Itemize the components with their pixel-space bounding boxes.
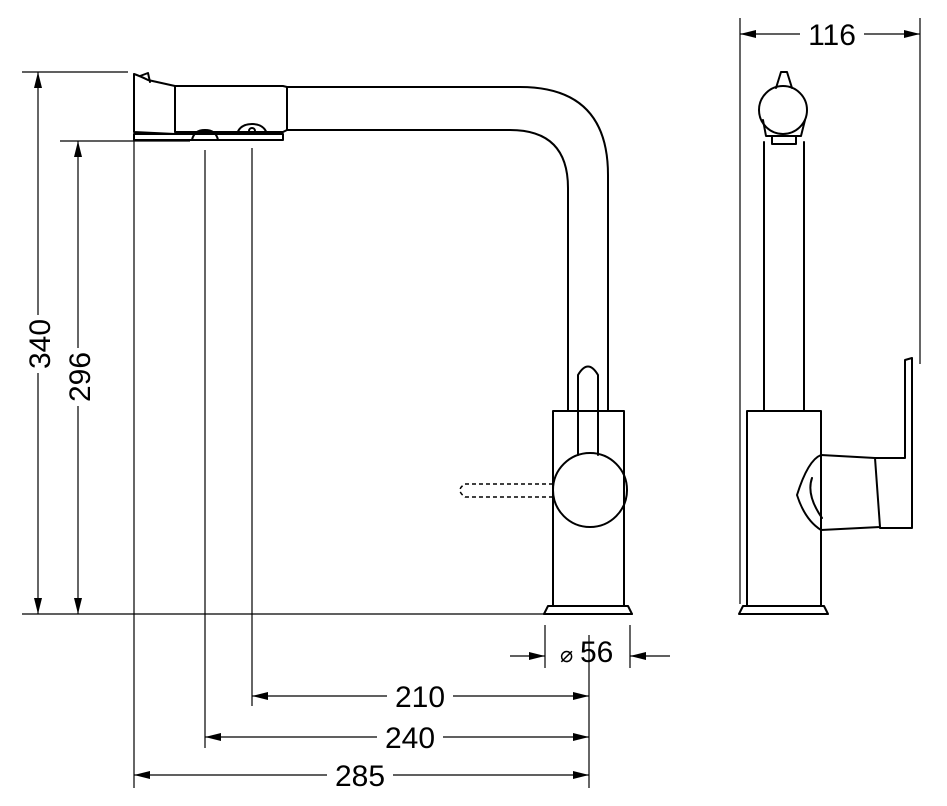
dim-total-height: 340 [24,319,57,369]
side-body [746,410,822,607]
side-spray-head [758,85,808,135]
dim-reach-aerator: 210 [395,681,445,714]
spray-head-plate [133,133,284,141]
side-lever-inner [809,477,823,519]
handle-knob [552,452,628,528]
dim-side-width: 116 [808,19,856,52]
spout-inner [286,129,569,411]
spout-outer [286,86,609,411]
side-spray-neck [771,135,797,145]
spray-head-tip [139,72,151,83]
side-base [738,605,829,615]
spray-head-nose [133,73,176,135]
diameter-symbol: ⌀ [560,642,573,667]
body-block [552,410,625,607]
aerator-dot [248,127,256,135]
lever-alt-position [459,483,553,498]
dimension-lines: 340 296 210 240 285 [22,18,921,793]
aerator-nozzle [236,123,268,135]
dim-overall-length: 285 [335,760,385,793]
handle-lever [577,365,599,456]
base-ring [543,605,633,615]
spray-nozzle [191,129,219,141]
spray-head [174,85,288,133]
side-lever-handle [874,357,913,529]
front-view [133,72,633,615]
dim-spout-height: 296 [64,352,97,402]
dim-reach-spray: 240 [385,722,435,755]
dim-base-diameter: 56 [580,636,613,669]
side-view [738,71,913,615]
side-lever-arm [796,454,881,531]
side-spray-tip [775,71,793,89]
